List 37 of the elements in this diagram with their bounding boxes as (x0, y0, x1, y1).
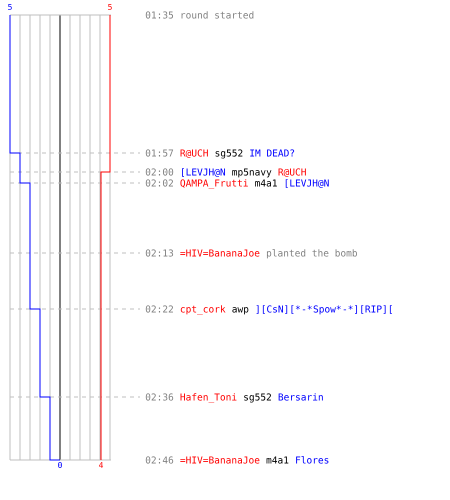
timestamp: 02:13 (146, 249, 174, 257)
timestamp: 01:35 (146, 11, 174, 19)
timestamp: 01:57 (146, 149, 174, 157)
player-name: QAMPA_Frutti (180, 179, 248, 189)
timestamp: 02:36 (146, 393, 174, 401)
player-name: cpt_cork (180, 305, 226, 315)
event-text: round started (182, 11, 254, 19)
player-name: Hafen_Toni (180, 393, 236, 403)
weapon-name: sg552 (216, 149, 242, 158)
player-name: ][CsN][* -* Spow* -*][RIP][ (256, 305, 392, 314)
event-text: planted the bomb (266, 249, 358, 258)
weapon-name: m4a1 (266, 456, 288, 464)
player-name: Bersarin (278, 393, 323, 401)
weapon-name: sg552 (244, 393, 271, 402)
timestamp: 02:00 (146, 168, 174, 176)
count-label: 5 (108, 4, 112, 10)
timestamp: 02:22 (146, 305, 173, 313)
timestamp: 02:46 (146, 456, 174, 464)
count-label: 5 (8, 4, 12, 10)
label: -* (302, 305, 312, 310)
player-name: IM DEAD? (250, 149, 294, 156)
weapon-name: mp5navy (232, 168, 272, 178)
player-name: R@UCH (278, 168, 306, 177)
player-name: [LEVJH@N (286, 179, 329, 188)
label: ][CsN][* (256, 305, 300, 314)
player-name: R@UCH (180, 149, 208, 158)
player-name: Flores (296, 456, 328, 464)
weapon-name: m4a1 (255, 180, 277, 187)
label: -*][RIP][ (344, 305, 392, 314)
player-name: =HIV=BananaJoe (180, 250, 260, 257)
count-label: 0 (58, 462, 62, 468)
player-name: =HIV=BananaJoe (180, 456, 260, 464)
count-label: 4 (98, 462, 104, 468)
label: Spow* (314, 305, 341, 314)
weapon-name: awp (232, 307, 248, 314)
timestamp: 02:02 (146, 179, 173, 187)
player-name: [LEVJH@N (182, 168, 226, 177)
